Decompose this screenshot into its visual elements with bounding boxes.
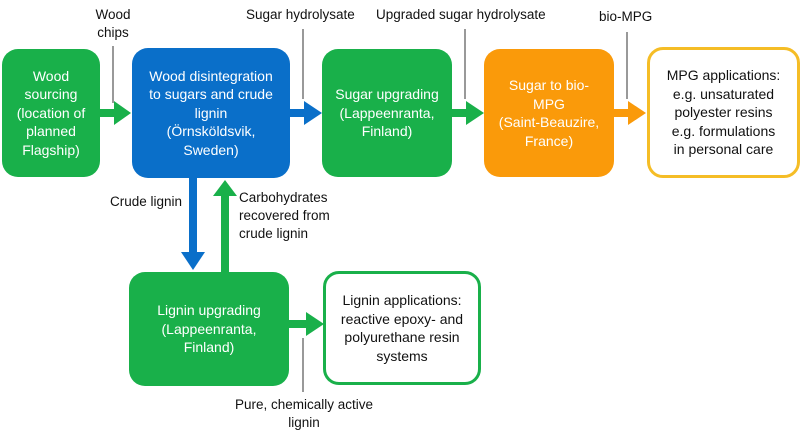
node-lignin-applications-label: Lignin applications: reactive epoxy- and… [340,292,464,364]
node-sugar-to-biompg-label: Sugar to bio- MPG (Saint-Beauzire, Franc… [498,77,600,149]
label-sugar-hydrolysate: Sugar hydrolysate [246,7,355,22]
label-pure-lignin: Pure, chemically active lignin [234,397,374,430]
label-crude-lignin: Crude lignin [110,194,183,209]
node-sugar-upgrading-label: Sugar upgrading (Lappeenranta, Finland) [335,86,439,140]
node-lignin-upgrading: Lignin upgrading (Lappeenranta, Finland) [129,272,289,386]
node-wood-sourcing: Wood sourcing (location of planned Flags… [2,49,100,177]
node-lignin-applications: Lignin applications: reactive epoxy- and… [323,271,481,385]
node-mpg-applications: MPG applications: e.g. unsaturated polye… [647,47,800,178]
label-wood-chips: Wood chips [95,7,131,40]
node-wood-sourcing-label: Wood sourcing (location of planned Flags… [16,67,86,158]
arrow-wood-to-disintegration [100,101,131,125]
label-bio-mpg: bio-MPG [599,9,653,24]
label-upgraded-sugar-hydrolysate: Upgraded sugar hydrolysate [376,7,546,22]
node-wood-disintegration: Wood disintegration to sugars and crude … [132,48,290,178]
arrow-sugar-upgrading-to-biompg [452,101,484,125]
node-sugar-upgrading: Sugar upgrading (Lappeenranta, Finland) [322,49,452,177]
arrow-biompg-to-applications [614,101,646,125]
node-sugar-to-biompg: Sugar to bio- MPG (Saint-Beauzire, Franc… [484,49,614,177]
node-mpg-applications-label: MPG applications: e.g. unsaturated polye… [666,67,781,158]
arrow-carbohydrates-up [213,180,237,272]
node-lignin-upgrading-label: Lignin upgrading (Lappeenranta, Finland) [157,302,261,356]
arrow-disintegration-to-sugar-upgrading [290,101,322,125]
arrow-crude-lignin-down [181,178,205,270]
arrow-lignin-to-applications [288,312,324,336]
label-carbohydrates: Carbohydrates recovered from crude ligni… [239,190,330,241]
node-wood-disintegration-label: Wood disintegration to sugars and crude … [149,67,273,158]
